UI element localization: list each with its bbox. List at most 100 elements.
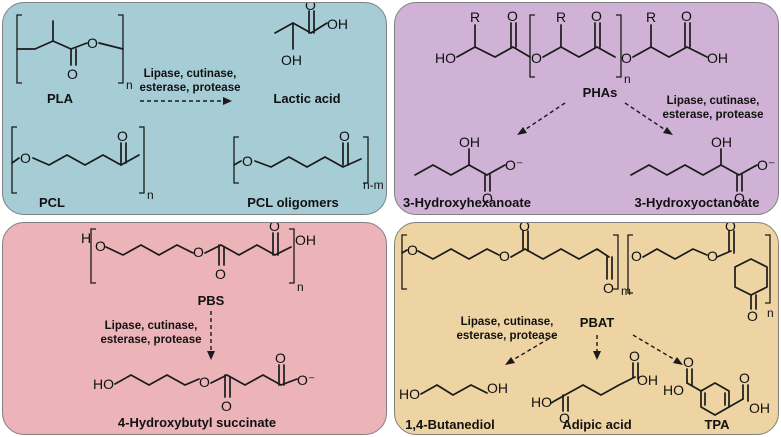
tpa-carbonyl-oxygen-1: O [683,354,694,370]
pha-terminal-oh: OH [707,50,728,66]
pla-subscript-n: n [126,78,133,92]
butanediol-structure: HO OH [399,380,508,402]
pha-ester-oxygen-2: O [621,50,632,66]
lactic-alpha-oh: OH [281,52,302,68]
pbs-enzymes-line1: Lipase, cutinase, [105,320,198,332]
succinate-carboxylate: O⁻ [297,372,315,388]
lactic-acid-structure: O OH OH [274,3,348,68]
adipic-carbonyl-oxygen-2: O [629,348,640,364]
tpa-ho: HO [663,382,684,398]
pbat-enzymes-line2: esterase, protease [456,330,557,342]
pbs-panel: H O O O O OH n PBS Lipase, cutinase, est… [2,222,387,435]
pcl-structure: O O n [11,126,154,202]
pbat-arrow-middle-head [593,351,601,360]
pbs-label: PBS [198,293,225,308]
pbat-structure: O O O O m O O O O n [401,223,774,324]
pbat-arrow-left-head [505,357,515,365]
pbat-arrow-left [510,334,556,362]
lactic-acid-label: Lactic acid [273,91,340,106]
pha-ester-oxygen-1: O [531,50,542,66]
pbs-carbonyl-oxygen-2: O [269,223,280,234]
adipic-carbonyl-oxygen-1: O [559,410,570,426]
pha-arrow-right [624,102,668,132]
pha-figure: HO R O O R O n O R O OH PHAs Lipase, cut… [403,8,775,210]
pha-arrow-left [522,102,566,132]
hydroxybutyl-succinate-structure: HO O O O O⁻ [93,350,315,414]
tpa-structure: O HO O OH [663,354,770,416]
pcl-carbonyl-oxygen: O [117,128,128,144]
pbs-carbonyl-oxygen-1: O [215,266,226,282]
pha-arrow-left-head [517,127,527,135]
pha-carbonyl-oxygen-3: O [681,8,692,24]
pbat-ether-oxygen-1: O [407,242,418,258]
pbat-ester-oxygen-2: O [707,248,718,264]
phas-label: PHAs [583,85,618,100]
pbat-carbonyl-oxygen-2: O [603,280,614,296]
butanediol-label: 1,4-Butanediol [405,417,495,432]
pbs-ether-oxygen: O [95,238,106,254]
pha-r-group-1: R [470,9,480,25]
pbat-figure: O O O O m O O O O n PBAT Lipase, cutinas… [399,223,774,432]
pcl-subscript-n: n [147,188,154,202]
tpa-oh: OH [749,400,770,416]
pbat-enzymes-line1: Lipase, cutinase, [461,316,554,328]
tpa-label: TPA [704,417,730,432]
adipic-oh: OH [637,372,658,388]
lactic-carbonyl-oxygen: O [305,3,316,13]
succinate-carbonyl-oxygen-1: O [221,398,232,414]
pla-pcl-figure: O O n PLA Lipase, cutinase, esterase, pr… [11,3,384,210]
pcl-oligomers-structure: O O n-m [233,128,384,192]
pcl-ester-oxygen: O [20,150,31,166]
pla-carbonyl-oxygen: O [67,66,78,82]
adipic-ho: HO [531,394,552,410]
pbs-enzymes-line2: esterase, protease [100,334,201,346]
pcl-oligomers-label: PCL oligomers [247,195,339,210]
pla-enzymes-line1: Lipase, cutinase, [144,68,237,80]
succinate-ho: HO [93,376,114,392]
adipic-acid-label: Adipic acid [562,417,631,432]
pcl-label: PCL [39,195,65,210]
pha-carbonyl-oxygen-1: O [507,8,518,24]
pcl-oligomer-subscript: n-m [363,178,384,192]
pha-structure: HO R O O R O n O R O OH [435,8,728,86]
pbat-carbonyl-oxygen-3: O [725,223,736,234]
pha-enzymes-line2: esterase, protease [662,109,763,121]
hydroxyhexanoate-label: 3-Hydroxyhexanoate [403,195,531,210]
hydroxybutyl-succinate-label: 4-Hydroxybutyl succinate [118,415,276,430]
pbs-arrow-head [207,351,215,360]
hexanoate-carbonyl-oxygen: O [482,190,493,206]
pbat-subscript-m: m [621,284,631,298]
pcl-oligomer-ester-oxygen: O [242,153,253,169]
hexanoate-oh: OH [459,134,480,150]
hydroxyhexanoate-structure: OH O O⁻ [414,134,523,206]
pbs-subscript-n: n [297,280,304,294]
succinate-ester-oxygen: O [199,374,210,390]
pla-arrow-head [223,97,232,105]
pbat-carbonyl-oxygen-1: O [519,223,530,234]
pla-ester-oxygen: O [87,35,98,51]
succinate-carbonyl-oxygen-2: O [275,350,286,366]
pla-structure: O O n [16,14,133,92]
pbat-arrow-right [632,334,678,362]
pha-carbonyl-oxygen-2: O [591,8,602,24]
pbat-subscript-n: n [767,306,774,320]
octanoate-oh: OH [711,134,732,150]
hexanoate-carboxylate: O⁻ [505,157,523,173]
pha-subscript-n: n [624,72,631,86]
pha-r-group-2: R [556,9,566,25]
pbs-terminal-oh: OH [295,232,316,248]
octanoate-carboxylate: O⁻ [757,157,775,173]
pbat-panel: O O O O m O O O O n PBAT Lipase, cutinas… [394,222,779,435]
pbat-label: PBAT [580,315,614,330]
pha-arrow-right-head [663,127,673,135]
pha-terminal-ho: HO [435,50,456,66]
pla-pcl-panel: O O n PLA Lipase, cutinase, esterase, pr… [2,2,387,215]
pcl-oligomer-carbonyl-oxygen: O [339,128,350,144]
lactic-acid-oh: OH [327,16,348,32]
hydroxyoctanoate-structure: OH O O⁻ [630,134,775,206]
pla-enzymes-line2: esterase, protease [139,82,240,94]
pbat-ether-oxygen-2: O [631,248,642,264]
butanediol-oh: OH [487,380,508,396]
butanediol-ho: HO [399,386,420,402]
octanoate-carbonyl-oxygen: O [734,190,745,206]
